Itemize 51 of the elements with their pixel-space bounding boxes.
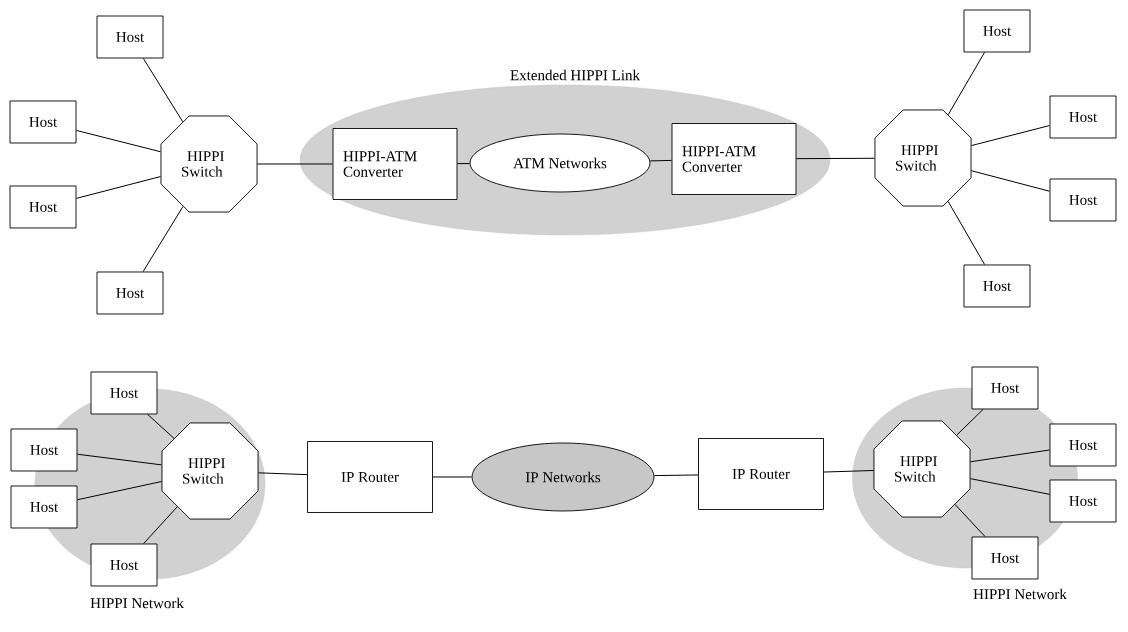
connection-line — [823, 470, 874, 473]
connection-line — [947, 51, 985, 116]
host-box: Host — [90, 371, 158, 415]
host-box: Host — [1049, 178, 1117, 222]
host-box: Host — [10, 485, 78, 529]
converter-box: HIPPI-ATM Converter — [671, 123, 797, 195]
connection-line — [954, 504, 986, 538]
host-box: Host — [1049, 479, 1117, 523]
connection-line — [76, 481, 162, 501]
connection-line — [147, 413, 175, 439]
connection-line — [971, 170, 1051, 192]
router-box: IP Router — [698, 438, 824, 510]
host-box: Host — [963, 9, 1031, 53]
connection-line — [257, 163, 334, 165]
host-box: Host — [1049, 423, 1117, 467]
host-box: Host — [96, 271, 164, 315]
host-box: Host — [971, 536, 1039, 580]
node-label: Extended HIPPI Link — [510, 69, 640, 81]
host-box: Host — [9, 100, 77, 144]
connection-line — [142, 206, 184, 273]
switch-octagon: HIPPI Switch — [160, 115, 258, 213]
connection-line — [970, 478, 1051, 495]
host-box: Host — [96, 15, 164, 59]
switch-octagon: HIPPI Switch — [874, 109, 972, 207]
connection-line — [75, 176, 161, 199]
host-box: Host — [963, 264, 1031, 308]
node-label: HIPPI Network — [90, 597, 184, 609]
converter-box: HIPPI-ATM Converter — [332, 128, 458, 200]
connection-line — [947, 200, 986, 266]
host-box: Host — [971, 366, 1039, 410]
connection-line — [142, 57, 184, 123]
connection-line — [75, 129, 161, 153]
connection-line — [956, 408, 984, 436]
connection-line — [653, 474, 699, 477]
switch-octagon: HIPPI Switch — [873, 420, 971, 518]
connection-line — [970, 449, 1051, 463]
host-box: Host — [9, 185, 77, 229]
connection-line — [432, 476, 473, 478]
connection-line — [795, 157, 875, 160]
connection-line — [971, 125, 1051, 147]
connection-line — [258, 472, 308, 476]
connection-line — [76, 453, 162, 466]
host-box: Host — [10, 428, 78, 472]
host-box: Host — [90, 543, 158, 587]
connection-line — [143, 506, 178, 545]
host-box: Host — [1049, 95, 1117, 139]
node-label: HIPPI Network — [973, 588, 1067, 600]
connection-line — [649, 159, 673, 162]
switch-octagon: HIPPI Switch — [161, 422, 259, 520]
router-box: IP Router — [307, 441, 433, 513]
connection-line — [456, 163, 471, 165]
